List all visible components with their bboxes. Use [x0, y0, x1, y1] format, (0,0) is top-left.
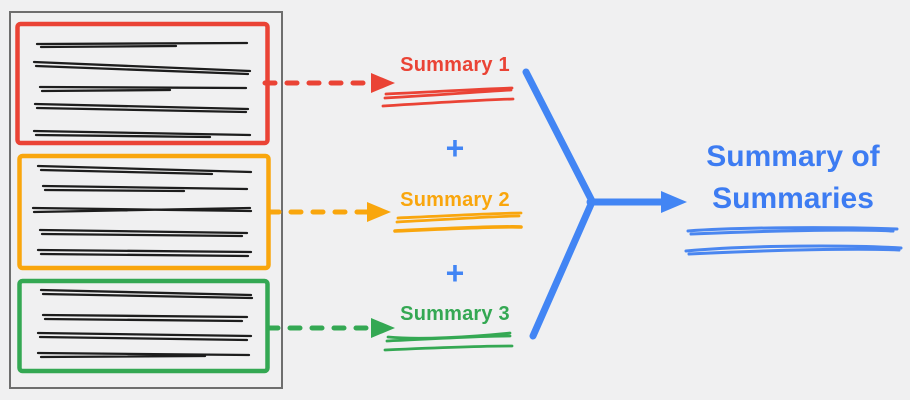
plus-sign-2: +	[445, 255, 465, 291]
chunk-1-border	[15, 21, 270, 146]
chunk-3-to-summary-3-arrow	[265, 318, 395, 338]
summary-3-scribble	[383, 331, 514, 352]
source-document	[9, 11, 283, 389]
chunk-3-box	[17, 278, 270, 374]
summary-1-label: Summary 1	[400, 54, 510, 76]
chunk-2-text-scribbles	[31, 164, 253, 258]
plus-sign-1: +	[445, 130, 465, 166]
orange-arrowhead-icon	[367, 202, 391, 222]
chunk-3-text-scribbles	[36, 288, 254, 359]
summary-3-label: Summary 3	[400, 303, 510, 325]
green-arrowhead-icon	[371, 318, 395, 338]
merge-lines	[522, 68, 667, 340]
red-arrowhead-icon	[371, 73, 395, 93]
chunk-2-to-summary-2-arrow	[266, 202, 391, 222]
chunk-1-box	[15, 21, 270, 146]
final-summary-title-line-1: Summary of	[706, 140, 880, 173]
merge-arrowhead-icon	[661, 191, 687, 213]
chunk-1-text-scribbles	[32, 41, 252, 139]
summary-2-scribble	[393, 211, 523, 233]
final-summary-title-line-2: Summaries	[712, 182, 874, 215]
final-summary-scribble	[684, 226, 903, 256]
document-border	[9, 11, 283, 389]
summary-1-scribble	[381, 86, 515, 108]
chunk-2-box	[17, 153, 271, 271]
final-summary-title: Summary of Summaries	[678, 136, 908, 220]
summary-2-label: Summary 2	[400, 189, 510, 211]
chunk-1-to-summary-1-arrow	[262, 73, 395, 93]
merge-arrow	[522, 68, 687, 340]
